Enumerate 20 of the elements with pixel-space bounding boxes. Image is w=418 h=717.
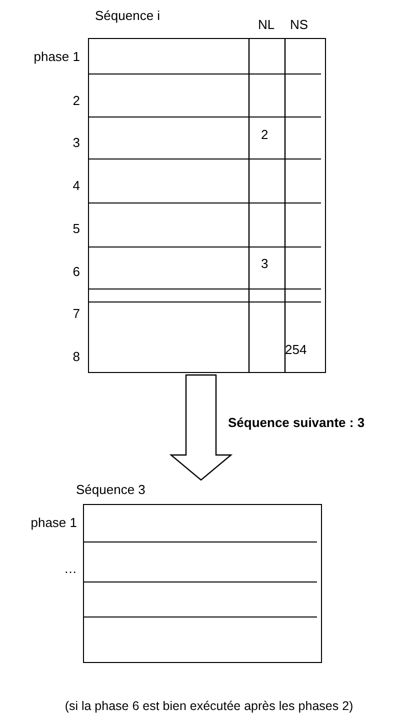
row-label: 2 — [72, 93, 80, 108]
row-label: 3 — [72, 135, 80, 150]
row-label: 5 — [72, 221, 80, 236]
row-label: 4 — [72, 178, 80, 193]
edge-label: Séquence suivante : 3 — [228, 415, 365, 430]
column-header: NL — [258, 17, 275, 32]
row-label: phase 1 — [30, 515, 77, 530]
table-heading: Séquence 3 — [76, 482, 146, 497]
cell-value: 2 — [261, 127, 268, 142]
block-arrow — [169, 374, 233, 481]
row-label: 8 — [72, 349, 80, 364]
row-label: 7 — [72, 306, 80, 321]
row-label: … — [64, 561, 77, 576]
cell-value: 254 — [285, 342, 307, 357]
row-label: 6 — [72, 264, 80, 279]
cell-value: 3 — [261, 256, 268, 271]
caption: (si la phase 6 est bien exécutée après les phases 2) — [64, 699, 354, 714]
column-header: NS — [290, 17, 308, 32]
table-heading: Séquence i — [95, 8, 160, 23]
row-label: phase 1 — [34, 49, 80, 64]
